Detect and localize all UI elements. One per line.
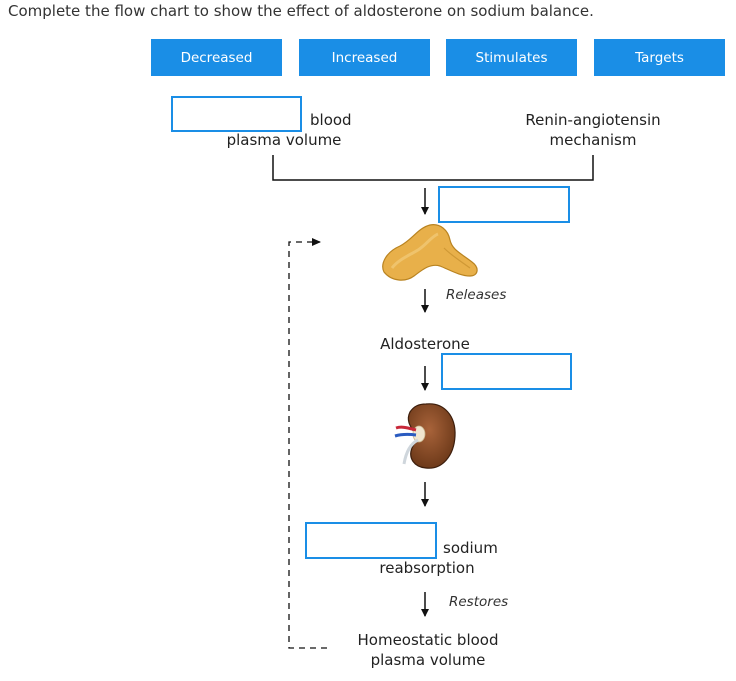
label-sodium: sodium <box>443 539 498 557</box>
merge-bracket <box>272 155 594 181</box>
label-aldosterone: Aldosterone <box>380 335 470 353</box>
label-homeostatic-blood: Homeostatic blood <box>357 631 499 649</box>
kidney-icon <box>394 403 456 469</box>
choice-decreased[interactable]: Decreased <box>151 39 282 76</box>
dropzone-sodium-reabsorption[interactable] <box>305 522 437 559</box>
label-releases: Releases <box>446 287 507 303</box>
dropzone-aldosterone-action[interactable] <box>441 353 572 390</box>
feedback-loop-dashed <box>288 238 327 649</box>
choice-stimulates[interactable]: Stimulates <box>446 39 577 76</box>
dropzone-adrenal-action[interactable] <box>438 186 570 223</box>
label-reabsorption: reabsorption <box>379 559 475 577</box>
label-plasma-volume: plasma volume <box>226 131 342 149</box>
choice-increased[interactable]: Increased <box>299 39 430 76</box>
label-mechanism: mechanism <box>549 131 637 149</box>
adrenal-gland-icon <box>382 224 478 281</box>
dropzone-blood-volume[interactable] <box>171 96 302 132</box>
label-renin-angiotensin: Renin-angiotensin <box>525 111 661 129</box>
label-blood: blood <box>310 111 352 129</box>
label-restores: Restores <box>449 594 509 610</box>
instruction-text: Complete the flow chart to show the effe… <box>8 2 594 20</box>
choice-targets[interactable]: Targets <box>594 39 725 76</box>
label-homeostatic-plasma-volume: plasma volume <box>370 651 486 669</box>
